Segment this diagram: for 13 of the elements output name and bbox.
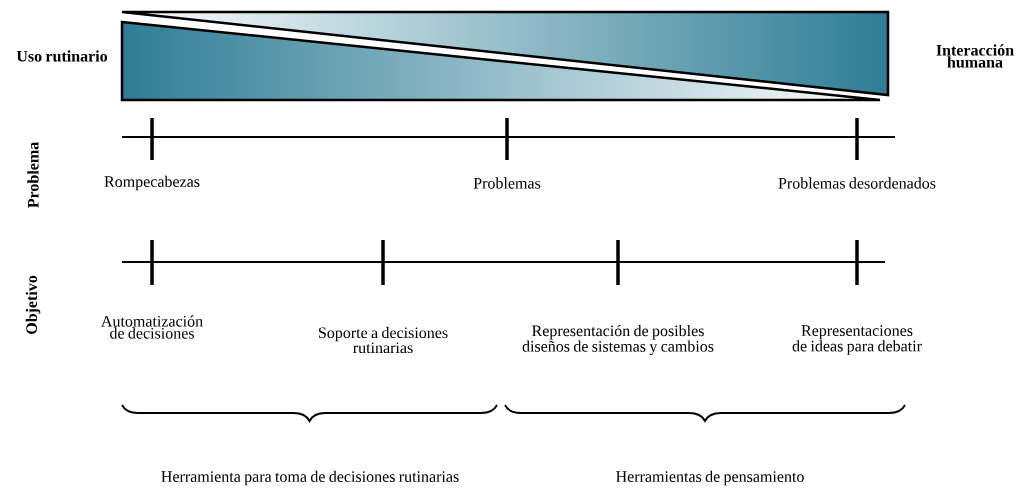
row-heading: Problema [27,142,39,208]
problem-label: Problemas desordenados [778,177,936,189]
problem-label: Rompecabezas [104,175,200,191]
goal-label: Soporte a decisiones rutinarias [319,326,448,354]
goal-label: Automatización de decisiones [101,315,203,339]
goal-label: Representaciones de ideas para debatir [792,325,922,355]
group-label: Herramientas de pensamiento [616,470,804,486]
row-heading: Objetivo [25,275,41,334]
scale-end-label: Uso rutinario [16,50,108,62]
goal-label: Representación de posibles diseños de sistemas y cambios [522,324,714,356]
problem-label: Problemas [473,177,541,189]
group-label: Herramienta para toma de decisiones rutinarias [161,470,459,486]
scale-end-label: Interacción humana [936,44,1014,68]
